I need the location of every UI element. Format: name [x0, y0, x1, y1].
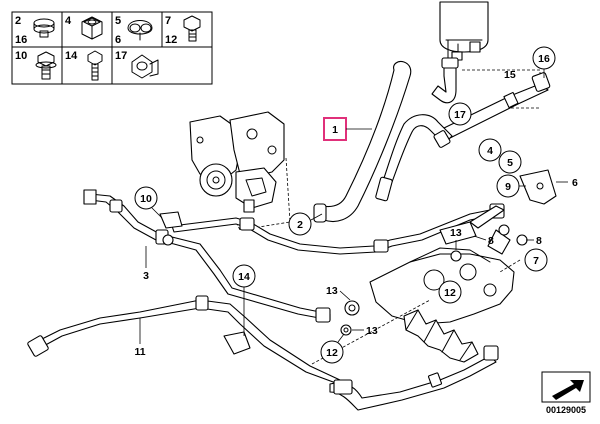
- pipe-clip-icon: [127, 20, 153, 41]
- drawing-id: 00129005: [546, 405, 586, 415]
- steering-pump: [189, 111, 285, 213]
- callout-13-upper[interactable]: 13: [450, 227, 462, 239]
- callout-13-middle-label: 13: [326, 285, 338, 297]
- legend-label-7: 7: [165, 15, 171, 27]
- hex-nut-icon: [81, 16, 103, 40]
- legend-label-16: 16: [15, 34, 27, 46]
- expansion-hose: [313, 60, 453, 223]
- callout-10-label: 10: [140, 193, 152, 205]
- callout-3[interactable]: 3: [143, 270, 149, 282]
- callout-12-upper[interactable]: 12: [438, 280, 462, 304]
- lower-return-pipe: [329, 345, 499, 411]
- hex-screw-icon: [87, 50, 103, 81]
- callout-9-label: 9: [505, 181, 511, 193]
- legend-label-4: 4: [65, 15, 72, 27]
- callout-16[interactable]: 16: [532, 46, 556, 70]
- callout-8-upper[interactable]: 8: [488, 235, 494, 247]
- bracket-clip-icon: [131, 54, 159, 79]
- callout-12-lower-label: 12: [326, 347, 338, 359]
- callout-10[interactable]: 10: [134, 186, 158, 210]
- callout-8-upper-label: 8: [488, 235, 494, 247]
- callout-15-label: 15: [504, 69, 516, 81]
- legend-label-14: 14: [65, 50, 78, 62]
- hollow-bolt-icon: [183, 15, 201, 42]
- callout-7-label: 7: [533, 255, 539, 267]
- callout-8-right-label: 8: [536, 235, 542, 247]
- callout-11-label: 11: [134, 346, 145, 358]
- callout-13-middle[interactable]: 13: [326, 285, 338, 297]
- legend-label-5: 5: [115, 15, 121, 27]
- callout-16-label: 16: [538, 53, 550, 65]
- legend-label-12: 12: [165, 34, 177, 46]
- parts-legend: 2 16 4 5 6 7 12: [11, 11, 213, 85]
- callout-13-lower[interactable]: 13: [366, 325, 378, 337]
- callout-11[interactable]: 11: [134, 346, 145, 358]
- callout-13-lower-label: 13: [366, 325, 378, 337]
- legend-label-2: 2: [15, 15, 21, 27]
- callout-13-upper-label: 13: [450, 227, 462, 239]
- callout-17[interactable]: 17: [448, 102, 472, 126]
- flange-bolt-icon: [35, 51, 57, 80]
- callout-1-label: 1: [332, 124, 338, 136]
- callout-5-label: 5: [507, 157, 513, 169]
- drawing-id-box: 00129005: [541, 371, 591, 415]
- legend-label-10: 10: [15, 50, 27, 62]
- line-bracket: [159, 211, 183, 246]
- callout-4-label: 4: [487, 145, 493, 157]
- callout-2-label: 2: [297, 219, 303, 231]
- callout-7[interactable]: 7: [524, 248, 548, 272]
- hose-clamp-icon: [33, 18, 55, 38]
- callout-6[interactable]: 6: [572, 177, 578, 189]
- callout-17-label: 17: [454, 109, 466, 121]
- callout-12-lower[interactable]: 12: [320, 340, 344, 364]
- callout-15[interactable]: 15: [504, 69, 516, 81]
- callout-5[interactable]: 5: [498, 150, 522, 174]
- callout-4[interactable]: 4: [478, 138, 502, 162]
- legend-label-17: 17: [115, 50, 127, 62]
- callout-1[interactable]: 1: [323, 117, 347, 141]
- direction-arrow-icon: [552, 380, 584, 400]
- callout-2[interactable]: 2: [288, 212, 312, 236]
- callout-9[interactable]: 9: [496, 174, 520, 198]
- feed-line-3: [83, 189, 331, 323]
- reservoir-return-hose: [431, 57, 459, 104]
- callout-12-upper-label: 12: [444, 287, 456, 299]
- callout-14-label: 14: [238, 271, 250, 283]
- legend-label-6: 6: [115, 34, 121, 46]
- line-mount-bracket: [223, 286, 251, 355]
- callout-3-label: 3: [143, 270, 149, 282]
- callout-6-label: 6: [572, 177, 578, 189]
- fluid-reservoir: [439, 1, 489, 61]
- callout-8-right[interactable]: 8: [536, 235, 542, 247]
- callout-14[interactable]: 14: [232, 264, 256, 288]
- pipe-holder-bracket: [519, 169, 568, 205]
